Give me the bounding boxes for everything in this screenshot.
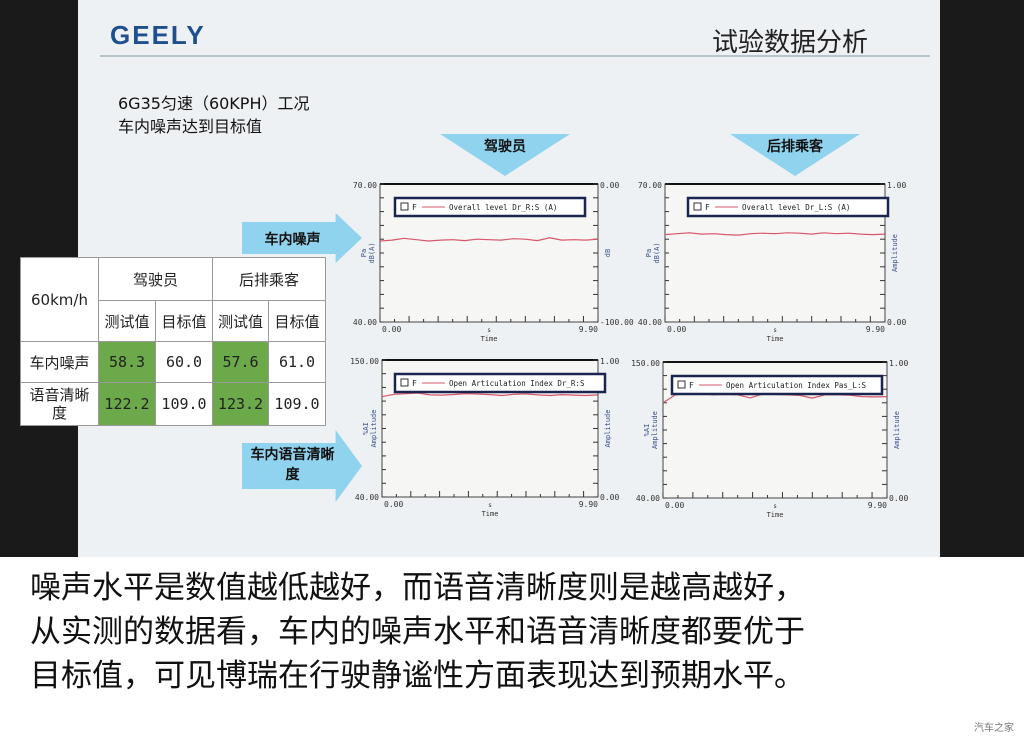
rear-arrow-label: 后排乘客 <box>767 139 823 155</box>
y-axis-label: %AI <box>643 424 651 437</box>
y2-tick-label: 1.00 <box>889 359 908 368</box>
chart-4: F Open Articulation Index Pas_L:S 150.00 40… <box>631 359 908 519</box>
charts-layer: F Overall level Dr_R:S (A) 70.00 40.00 0.00 -… <box>350 181 908 519</box>
y-tick-label: 40.00 <box>355 493 379 502</box>
legend-marker: F <box>412 203 417 212</box>
col-header: 目标值 <box>268 300 326 342</box>
y-axis-label: Pa <box>360 249 368 257</box>
legend-checkbox <box>677 380 686 389</box>
y2-tick-label: 1.00 <box>887 181 906 190</box>
col-header: 测试值 <box>98 300 156 342</box>
y-tick-label: 40.00 <box>636 494 660 503</box>
cell: 123.2 <box>212 382 269 426</box>
caption-line: 从实测的数据看，车内的噪声水平和语音清晰度都要优于 <box>30 614 805 650</box>
y-tick-label: 70.00 <box>638 181 662 190</box>
noise-arrow-label: 车内噪声 <box>264 232 321 248</box>
header-divider <box>100 55 930 57</box>
cell: 109.0 <box>155 382 213 426</box>
x-unit: s <box>773 503 777 510</box>
x-tick-label: 9.90 <box>579 325 598 334</box>
y2-tick-label: 0.00 <box>600 493 619 502</box>
y-axis-label: %AI <box>362 422 370 435</box>
y2-tick-label: 0.00 <box>887 318 906 327</box>
series-line <box>664 232 886 236</box>
chart-2: F Overall level Dr_L:S (A) 70.00 40.00 1.00 0… <box>638 181 907 343</box>
cell: 57.6 <box>212 341 269 383</box>
chart-3: F Open Articulation Index Dr_R:S 150.00 40.… <box>350 357 619 518</box>
legend-box <box>686 196 890 218</box>
legend-checkbox <box>693 202 702 211</box>
y-axis-label: dB(A) <box>653 242 661 263</box>
x-axis-label: Time <box>482 510 499 518</box>
watermark: 汽车之家 <box>974 723 1014 734</box>
subtitle-line-2: 车内噪声达到目标值 <box>118 117 263 136</box>
x-axis-label: Time <box>481 335 498 343</box>
legend-label: Open Articulation Index Dr_R:S <box>449 379 585 388</box>
legend-marker: F <box>689 381 694 390</box>
y2-tick-label: 0.00 <box>889 494 908 503</box>
x-unit: s <box>487 327 491 334</box>
y2-axis-label: Amplitude <box>891 234 899 272</box>
legend-box <box>670 374 884 396</box>
table-corner: 60km/h <box>20 257 99 342</box>
cell: 58.3 <box>98 341 156 383</box>
geely-logo: GEELY <box>110 20 206 50</box>
legend-marker: F <box>705 203 710 212</box>
y2-tick-label: 0.00 <box>600 181 619 190</box>
caption: 噪声水平是数值越低越好，而语音清晰度则是越高越好， 从实测的数据看，车内的噪声水… <box>30 566 805 698</box>
y2-axis-label: Amplitude <box>604 410 612 448</box>
cell: 109.0 <box>268 382 326 426</box>
y-axis-label: Pa <box>645 249 653 257</box>
cell: 60.0 <box>155 341 213 383</box>
legend-label: Open Articulation Index Pas_L:S <box>726 381 866 390</box>
y-axis-label: Amplitude <box>370 410 378 448</box>
y2-axis-label: dB <box>604 249 612 257</box>
legend-checkbox <box>400 378 409 387</box>
x-unit: s <box>773 327 777 334</box>
col-header: 目标值 <box>155 300 213 342</box>
speech-arrow-label: 车内语音清晰度 <box>250 447 335 483</box>
x-tick-label: 0.00 <box>667 325 686 334</box>
y2-tick-label: 1.00 <box>600 357 619 366</box>
x-axis-label: Time <box>767 511 784 519</box>
caption-line: 目标值，可见博瑞在行驶静谧性方面表现达到预期水平。 <box>30 658 805 694</box>
series-line <box>379 237 599 242</box>
legend-checkbox <box>400 202 409 211</box>
col-header: 测试值 <box>212 300 269 342</box>
group-header: 后排乘客 <box>212 257 326 301</box>
legend-box <box>393 196 587 218</box>
row-label: 语音清晰度 <box>20 382 99 426</box>
row-label: 车内噪声 <box>20 341 99 383</box>
slide-title: 试验数据分析 <box>712 28 869 58</box>
chart-1: F Overall level Dr_R:S (A) 70.00 40.00 0.00 -… <box>353 181 634 343</box>
y-axis-label: dB(A) <box>368 242 376 263</box>
x-axis-label: Time <box>767 335 784 343</box>
y-tick-label: 70.00 <box>353 181 377 190</box>
caption-line: 噪声水平是数值越低越好，而语音清晰度则是越高越好， <box>30 570 805 606</box>
y-tick-label: 40.00 <box>638 318 662 327</box>
driver-arrow-label: 驾驶员 <box>484 139 526 155</box>
subtitle-line-1: 6G35匀速（60KPH）工况 <box>118 94 310 113</box>
y-tick-label: 150.00 <box>631 359 660 368</box>
legend-marker: F <box>412 379 417 388</box>
y-tick-label: 40.00 <box>353 318 377 327</box>
x-tick-label: 0.00 <box>665 501 684 510</box>
y2-tick-label: -100.00 <box>600 318 634 327</box>
x-tick-label: 9.90 <box>866 325 885 334</box>
legend-label: Overall level Dr_L:S (A) <box>742 203 850 212</box>
y2-axis-label: Amplitude <box>893 411 901 449</box>
y-axis-label: Amplitude <box>651 411 659 449</box>
x-tick-label: 0.00 <box>384 500 403 509</box>
x-tick-label: 0.00 <box>382 325 401 334</box>
legend-label: Overall level Dr_R:S (A) <box>449 203 557 212</box>
x-tick-label: 9.90 <box>868 501 887 510</box>
x-unit: s <box>488 502 492 509</box>
y-tick-label: 150.00 <box>350 357 379 366</box>
x-tick-label: 9.90 <box>579 500 598 509</box>
cell: 122.2 <box>98 382 156 426</box>
legend-box <box>393 372 607 394</box>
